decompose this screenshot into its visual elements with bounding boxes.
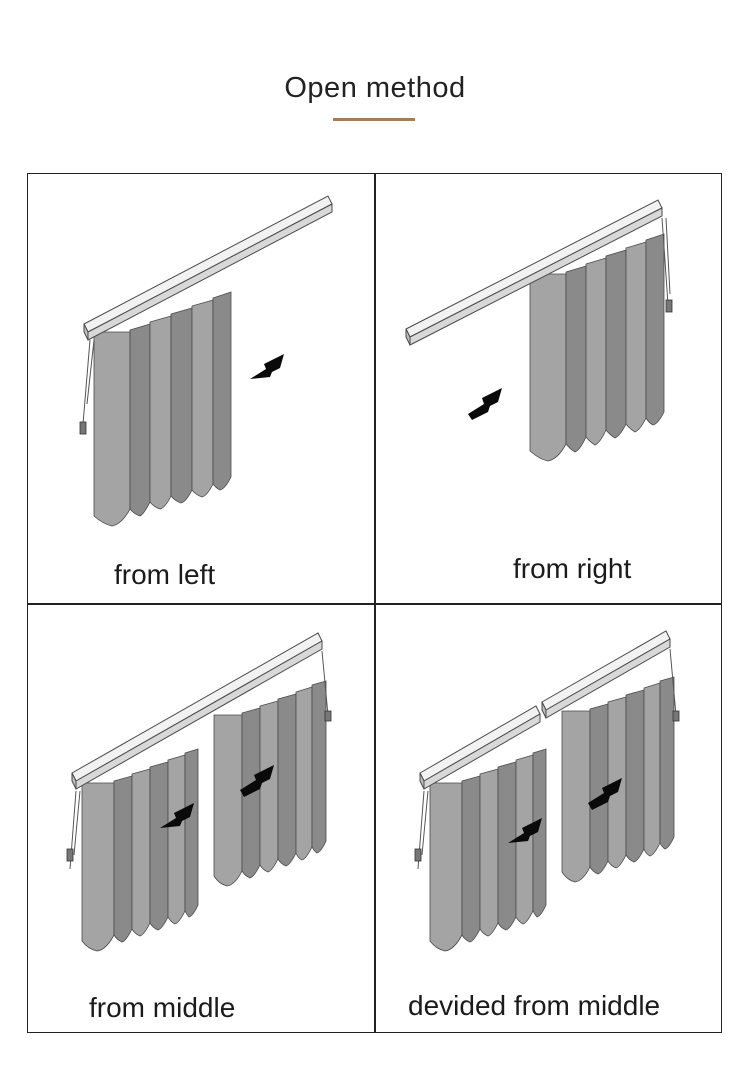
caption-from-right: from right: [513, 553, 632, 584]
blind-from-right-illustration: [405, 199, 673, 462]
panel-from-middle: from middle: [28, 605, 374, 1033]
title-underline: [333, 118, 415, 121]
arrow-right-icon: [588, 778, 622, 810]
arrow-right-icon: [240, 765, 274, 797]
caption-from-middle: from middle: [89, 992, 236, 1023]
blind-from-middle-illustration: [66, 632, 332, 952]
panel-from-right: from right: [376, 174, 722, 603]
panel-devided-from-middle: devided from middle: [376, 605, 722, 1033]
arrow-right-icon: [468, 388, 502, 420]
page-title: Open method: [284, 72, 466, 104]
caption-devided-from-middle: devided from middle: [408, 990, 661, 1021]
arrow-left-icon: [160, 803, 194, 828]
panel-from-left: from left: [28, 174, 374, 603]
arrow-left-icon: [250, 354, 284, 379]
grid-divider-horizontal: [27, 603, 722, 605]
blind-from-left-illustration: [79, 195, 333, 527]
arrow-left-icon: [508, 818, 542, 843]
blind-devided-from-middle-illustration: [414, 630, 680, 952]
caption-from-left: from left: [114, 559, 216, 590]
